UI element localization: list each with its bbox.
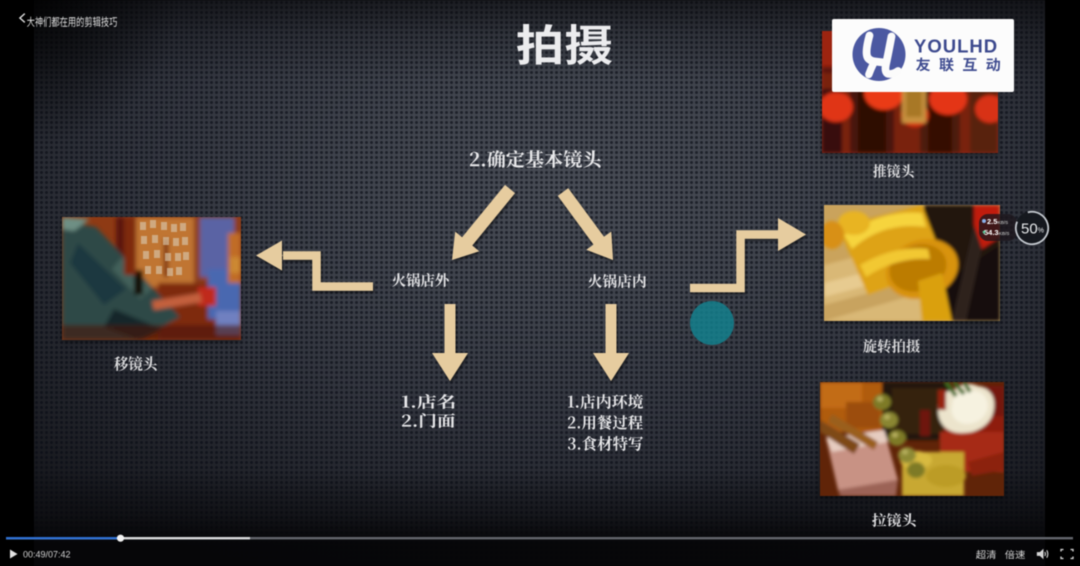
- svg-text:2.5KB/S: 2.5KB/S: [987, 217, 1008, 226]
- svg-text:YOULHD: YOULHD: [914, 36, 998, 57]
- svg-text:00:49/07:42: 00:49/07:42: [23, 550, 71, 560]
- svg-text:54.3KB/S: 54.3KB/S: [984, 228, 1009, 237]
